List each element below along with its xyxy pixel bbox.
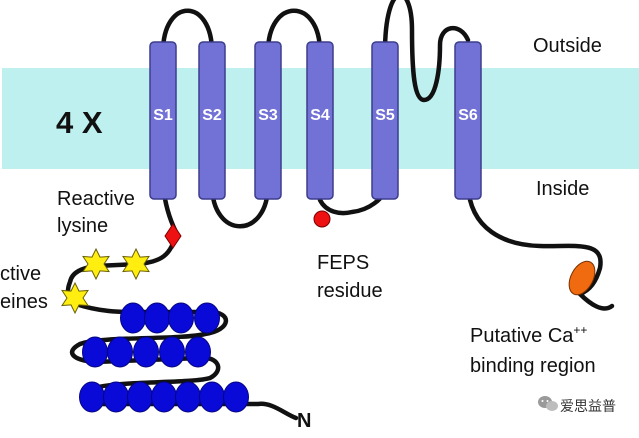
helix-s3: S3	[254, 41, 282, 200]
watermark-text: 爱思益普	[560, 398, 616, 414]
helix-s5-label: S5	[375, 107, 395, 124]
reactive-lysine-label-line2: lysine	[57, 215, 108, 237]
circle-icon	[151, 381, 177, 413]
calcium-label-line2: binding region	[470, 355, 596, 377]
helix-s2-label: S2	[202, 107, 222, 124]
circle-icon	[223, 381, 249, 413]
helix-s2-bar	[198, 41, 226, 200]
circle-icon	[144, 302, 170, 334]
circle-icon	[133, 336, 159, 368]
n-terminus-label: N	[297, 410, 311, 432]
feps-residue-dot	[313, 210, 331, 228]
helix-s3-label: S3	[258, 107, 278, 124]
helix-s4-label: S4	[310, 107, 330, 124]
circle-icon	[79, 381, 105, 413]
calcium-label-line1: Putative Ca++	[470, 323, 587, 347]
helix-s1: S1	[149, 41, 177, 200]
calcium-binding-region-ellipse	[568, 260, 596, 296]
circle-icon	[185, 336, 211, 368]
repeat-count-label: 4 X	[56, 105, 103, 140]
circle-icon	[199, 381, 225, 413]
outside-label: Outside	[533, 35, 602, 57]
circle-icon	[107, 336, 133, 368]
circle-icon	[159, 336, 185, 368]
star-icon	[122, 247, 150, 281]
reactive-cysteine-stars	[61, 247, 150, 315]
star-icon	[61, 281, 89, 315]
transmembrane-helices: S1 S2 S3 S4 S5 S6	[149, 41, 482, 200]
helix-s6: S6	[454, 41, 482, 200]
helix-s4-bar	[306, 41, 334, 200]
star-icon	[82, 247, 110, 281]
helix-s5-bar	[371, 41, 399, 200]
reactive-cysteines-label-line2: eines	[0, 291, 48, 313]
wechat-logo-icon	[538, 396, 558, 411]
calcium-superscript: ++	[573, 323, 587, 337]
circle-icon	[194, 302, 220, 334]
circle-icon	[103, 381, 129, 413]
feps-label-line2: residue	[317, 280, 383, 302]
circle-icon	[120, 302, 146, 334]
helix-s2: S2	[198, 41, 226, 200]
circle-icon	[175, 381, 201, 413]
helix-s3-bar	[254, 41, 282, 200]
circle-icon	[168, 302, 194, 334]
reactive-cysteines-label-line1: ctive	[0, 263, 41, 285]
backbone-c-terminal-tail	[465, 182, 615, 311]
helix-s6-bar	[454, 41, 482, 200]
helix-s1-bar	[149, 41, 177, 200]
reactive-lysine-diamond-icon	[164, 223, 182, 249]
calcium-label-text: Putative Ca	[470, 325, 574, 347]
helix-s1-label: S1	[153, 107, 173, 124]
inside-label: Inside	[536, 178, 589, 200]
circle-icon	[82, 336, 108, 368]
helix-s6-label: S6	[458, 107, 478, 124]
circle-icon	[127, 381, 153, 413]
reactive-lysine-label-line1: Reactive	[57, 188, 135, 210]
helix-s5: S5	[371, 41, 399, 200]
feps-label-line1: FEPS	[317, 252, 369, 274]
backbone-transmembrane-loops	[160, 0, 471, 235]
helix-s4: S4	[306, 41, 334, 200]
ankyrin-repeat-circles	[79, 302, 249, 413]
